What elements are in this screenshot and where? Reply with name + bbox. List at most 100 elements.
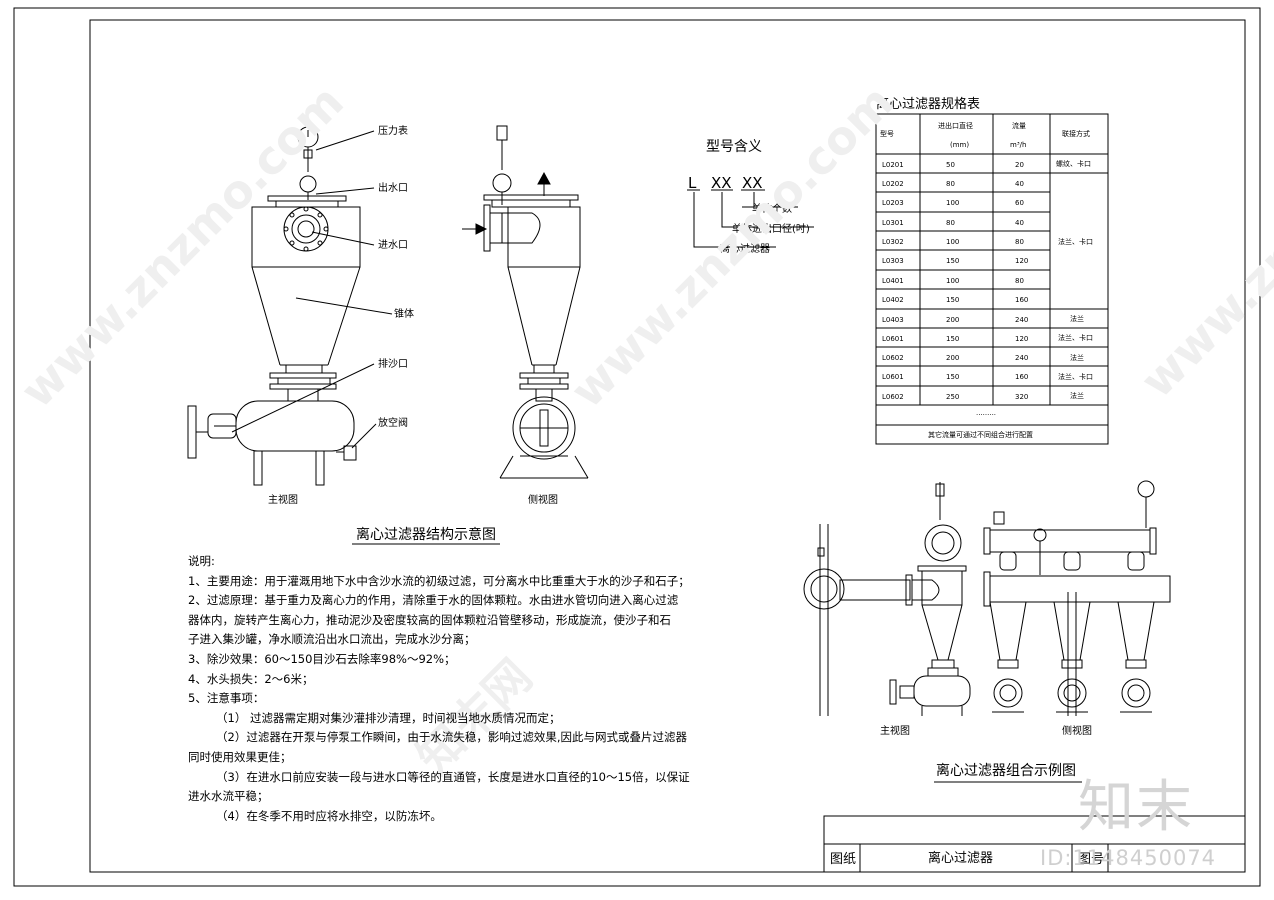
spec-header-flow: 流量 bbox=[1012, 121, 1026, 130]
spec-cell: L0301 bbox=[882, 219, 904, 227]
spec-cell: 50 bbox=[946, 161, 955, 169]
model-desc-diameter: 单体进出口径(吋) bbox=[732, 222, 810, 235]
spec-cell: 160 bbox=[1015, 373, 1028, 381]
spec-cell: 200 bbox=[946, 354, 959, 362]
watermark-logo: 知末 bbox=[1078, 775, 1194, 840]
spec-ellipsis: ········· bbox=[976, 411, 996, 419]
spec-header-connection: 联接方式 bbox=[1062, 129, 1090, 138]
label-front-view-2: 主视图 bbox=[880, 724, 910, 737]
spec-table-grid bbox=[875, 113, 1109, 445]
spec-conn-3: 法兰 bbox=[1070, 314, 1084, 323]
spec-cell: L0302 bbox=[882, 238, 904, 246]
title-block-drawing-label: 图纸 bbox=[830, 852, 857, 867]
spec-cell: 40 bbox=[1015, 180, 1024, 188]
note-head-loss: 4、水头损失：2～6米； bbox=[188, 671, 314, 686]
note-principle-cont-2: 子进入集沙罐，净水顺流沿出水口流出，完成水沙分离； bbox=[188, 632, 476, 647]
spec-cell: L0601 bbox=[882, 373, 904, 381]
spec-cell: 40 bbox=[1015, 219, 1024, 227]
spec-cell: 150 bbox=[946, 335, 959, 343]
spec-cell: 240 bbox=[1015, 354, 1028, 362]
spec-cell: L0402 bbox=[882, 296, 904, 304]
title-block-grid bbox=[823, 815, 1246, 873]
watermark-id: ID:1148450074 bbox=[1040, 846, 1217, 870]
spec-cell: 120 bbox=[1015, 335, 1028, 343]
spec-cell: 250 bbox=[946, 393, 959, 401]
label-front-view: 主视图 bbox=[268, 493, 298, 506]
spec-cell: 150 bbox=[946, 296, 959, 304]
spec-cell: 100 bbox=[946, 199, 959, 207]
model-code-xx2: XX bbox=[742, 174, 763, 192]
spec-header-diameter: 进出口直径 bbox=[938, 121, 973, 130]
spec-header-model: 型号 bbox=[880, 129, 894, 138]
note-usage: 1、主要用途：用于灌溉用地下水中含沙水流的初级过滤，可分离水中比重重大于水的沙子… bbox=[188, 573, 690, 588]
spec-cell: 80 bbox=[946, 219, 955, 227]
spec-cell: 150 bbox=[946, 257, 959, 265]
spec-cell: 200 bbox=[946, 316, 959, 324]
spec-conn-5: 法兰 bbox=[1070, 353, 1084, 362]
spec-cell: 20 bbox=[1015, 161, 1024, 169]
note-effect: 3、除沙效果：60～150目沙石去除率98%～92%； bbox=[188, 651, 456, 666]
spec-conn-7: 法兰 bbox=[1070, 391, 1084, 400]
spec-cell: L0602 bbox=[882, 354, 904, 362]
note-principle: 2、过滤原理：基于重力及离心力的作用，清除重于水的固体颗粒。水由进水管切向进入离… bbox=[188, 593, 679, 608]
spec-cell: 100 bbox=[946, 277, 959, 285]
spec-cell: 60 bbox=[1015, 199, 1024, 207]
note-precaution-3-cont: 进水水流平稳； bbox=[188, 789, 269, 804]
spec-cell: 240 bbox=[1015, 316, 1028, 324]
front-view-drawing bbox=[187, 126, 393, 486]
spec-conn-6: 法兰、卡口 bbox=[1058, 372, 1093, 381]
spec-cell: L0602 bbox=[882, 393, 904, 401]
spec-conn-4: 法兰、卡口 bbox=[1058, 333, 1093, 342]
model-code-xx1: XX bbox=[711, 174, 732, 192]
spec-cell: 80 bbox=[1015, 277, 1024, 285]
label-sand-outlet: 排沙口 bbox=[378, 357, 408, 370]
side-view-drawing bbox=[462, 125, 589, 479]
note-principle-cont-1: 器体内，旋转产生离心力，推动泥沙及密度较高的固体颗粒沿管壁移动，形成旋流，使沙子… bbox=[188, 612, 671, 627]
spec-cell: L0401 bbox=[882, 277, 904, 285]
model-meaning-lines bbox=[687, 189, 814, 248]
label-inlet: 进水口 bbox=[378, 239, 408, 251]
spec-cell: L0202 bbox=[882, 180, 904, 188]
model-meaning-title: 型号含义 bbox=[706, 139, 762, 155]
inner-frame bbox=[89, 19, 1246, 873]
spec-table-title: 离心过滤器规格表 bbox=[876, 96, 980, 112]
spec-cell: L0201 bbox=[882, 161, 904, 169]
title-block-number-label: 图号 bbox=[1078, 852, 1105, 867]
model-desc-filter: 离心过滤器 bbox=[720, 242, 770, 255]
spec-cell: 150 bbox=[946, 373, 959, 381]
spec-cell: 120 bbox=[1015, 257, 1028, 265]
note-precautions: 5、注意事项： bbox=[188, 691, 265, 706]
notes-section: 说明: 1、主要用途：用于灌溉用地下水中含沙水流的初级过滤，可分离水中比重重大于… bbox=[188, 552, 748, 826]
spec-cell: 80 bbox=[1015, 238, 1024, 246]
spec-cell: 80 bbox=[946, 180, 955, 188]
structure-title: 离心过滤器结构示意图 bbox=[356, 526, 496, 543]
model-desc-count: 单体个数 bbox=[752, 202, 792, 215]
combo-title: 离心过滤器组合示例图 bbox=[936, 762, 1076, 779]
spec-header-mm: (mm) bbox=[950, 141, 969, 149]
spec-header-flow-unit: m³/h bbox=[1010, 141, 1026, 149]
spec-cell: L0403 bbox=[882, 316, 904, 324]
spec-cell: L0303 bbox=[882, 257, 904, 265]
spec-cell: 160 bbox=[1015, 296, 1028, 304]
note-precaution-3: （3）在进水口前应安装一段与进水口等径的直通管，长度是进水口直径的10～15倍，… bbox=[216, 769, 690, 784]
label-outlet: 出水口 bbox=[378, 181, 408, 194]
label-pressure-gauge: 压力表 bbox=[378, 124, 408, 137]
model-code-l: L bbox=[688, 174, 697, 192]
spec-cell: L0601 bbox=[882, 335, 904, 343]
label-side-view: 侧视图 bbox=[528, 493, 558, 506]
note-precaution-1: （1） 过滤器需定期对集沙灌排沙清理，时间视当地水质情况而定； bbox=[216, 710, 561, 725]
notes-heading: 说明: bbox=[188, 554, 215, 568]
spec-cell: L0203 bbox=[882, 199, 904, 207]
label-cone: 锥体 bbox=[394, 308, 414, 320]
combo-diagram-drawing bbox=[803, 480, 1171, 716]
note-precaution-2-cont: 同时使用效果更佳； bbox=[188, 749, 292, 764]
note-precaution-4: （4）在冬季不用时应将水排空，以防冻坏。 bbox=[216, 808, 442, 823]
spec-conn-2: 法兰、卡口 bbox=[1058, 237, 1093, 246]
spec-footer: 其它流量可通过不同组合进行配置 bbox=[928, 430, 1033, 439]
outer-frame bbox=[13, 7, 1261, 887]
label-vent-valve: 放空阀 bbox=[378, 416, 408, 429]
spec-cell: 320 bbox=[1015, 393, 1028, 401]
spec-conn-1: 螺纹、卡口 bbox=[1056, 159, 1091, 168]
